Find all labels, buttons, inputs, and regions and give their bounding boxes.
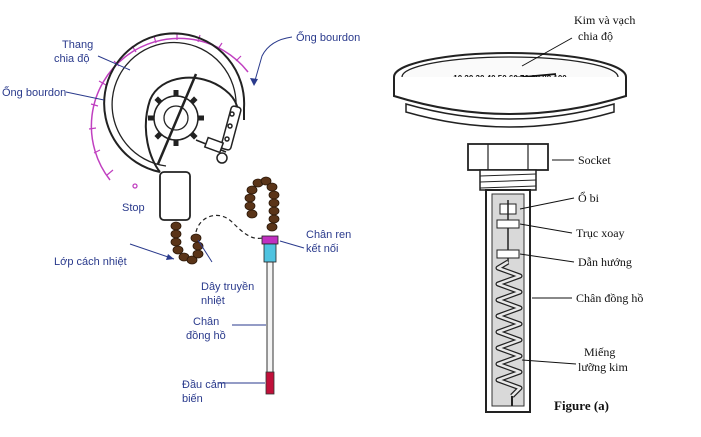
insulation-coil-right (244, 176, 280, 232)
label-guide: Dẫn hướng (578, 255, 632, 269)
label-bimetal-2: lưỡng kim (578, 360, 629, 374)
socket (467, 143, 549, 191)
label-thread-1: Chân ren (306, 229, 351, 241)
stop-pin (132, 183, 138, 189)
label-insulation: Lớp cách nhiệt (54, 256, 127, 268)
bourdon-thermometer-diagram: Thang chia độ Ống bourdon Ống bourdon St… (2, 30, 360, 405)
label-needle-scale-2: chia độ (578, 29, 613, 43)
dial-body (103, 32, 246, 173)
label-capillary-1: Dây truyền (201, 281, 254, 293)
pointer-needle (156, 73, 198, 165)
label-stem-2: đồng hồ (186, 330, 226, 342)
label-bearing: Ổ bi (578, 190, 600, 205)
label-capillary-2: nhiệt (201, 295, 225, 307)
gear-icon (148, 90, 204, 146)
insulation-coil-left (170, 221, 204, 265)
label-needle-scale-1: Kim và vạch (574, 13, 635, 27)
figure-caption: Figure (a) (554, 398, 609, 413)
label-stem-1: Chân (193, 316, 219, 328)
thread-connector (263, 243, 277, 263)
guide (496, 249, 520, 259)
label-sensor-1: Đầu cảm (182, 379, 226, 391)
capillary-wire (195, 214, 263, 239)
label-shaft: Trục xoay (576, 226, 625, 240)
label-sensor-2: biến (182, 393, 203, 405)
connector-nut (261, 235, 279, 245)
label-bourdon-top: Ống bourdon (296, 30, 360, 44)
linkage (195, 105, 242, 164)
label-scale-2: chia độ (54, 53, 89, 65)
tube-housing (159, 171, 191, 221)
label-socket: Socket (578, 153, 611, 167)
label-stop: Stop (122, 202, 145, 214)
bourdon-tube (144, 76, 239, 173)
bimetal-thermometer-diagram: 10 20 30 40 50 60 70 80 90 100 (393, 13, 643, 413)
label-thread-2: kết nối (306, 243, 338, 255)
label-stem: Chân đồng hồ (576, 291, 643, 305)
label-scale-1: Thang (62, 39, 93, 51)
thermometer-stem (266, 261, 274, 375)
sensor-tip (265, 371, 275, 395)
label-bourdon-left: Ống bourdon (2, 85, 66, 99)
label-bimetal-1: Miếng (584, 345, 615, 359)
